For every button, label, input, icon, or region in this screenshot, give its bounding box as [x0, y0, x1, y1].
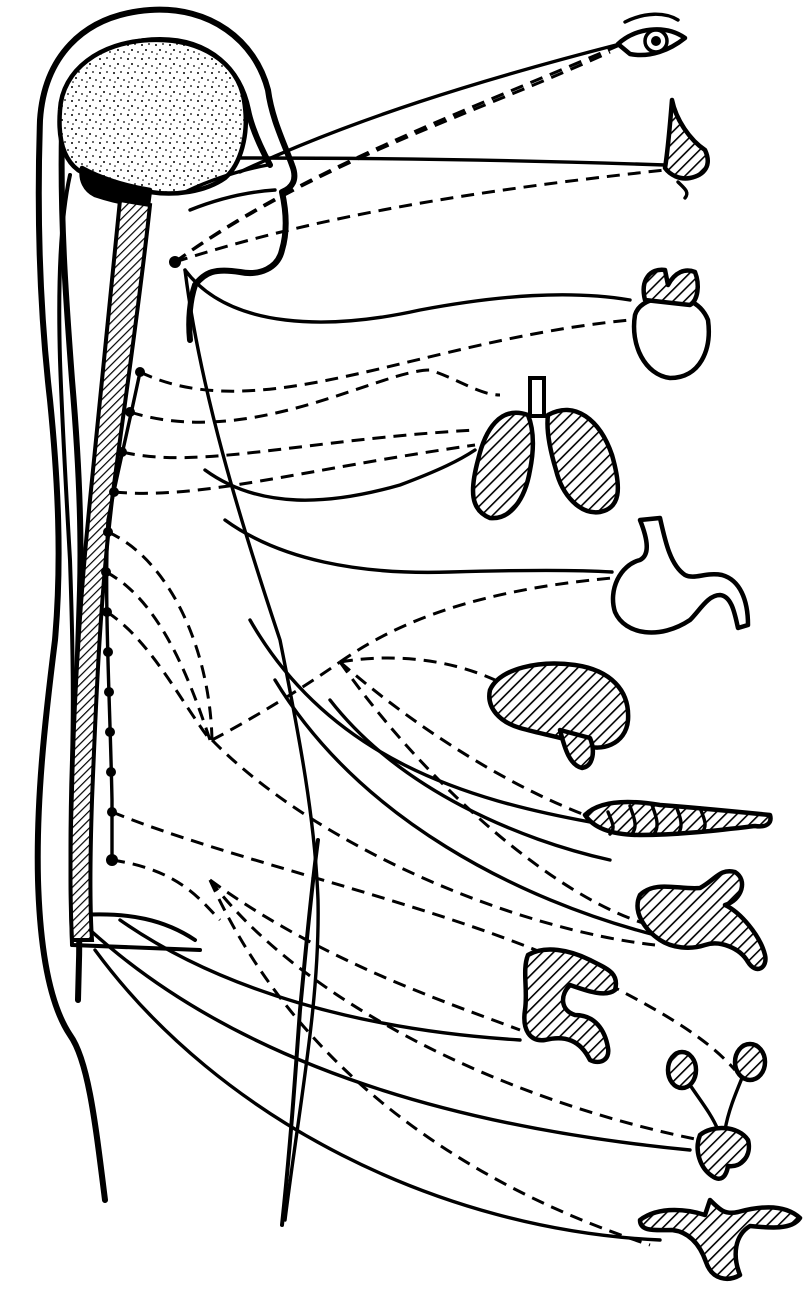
nerve-to-uterus [210, 880, 650, 1245]
ganglion-dot [105, 727, 115, 737]
celiac-link [212, 662, 340, 740]
nerve-to-stomach [340, 578, 612, 662]
uterus-body [640, 1200, 800, 1279]
leg-line [282, 840, 318, 1225]
heart [634, 270, 709, 378]
mesenteric-nerve [112, 860, 220, 920]
eye [618, 14, 685, 55]
vagus-nerve [185, 270, 318, 1220]
ganglion-dot [103, 647, 113, 657]
nerve-to-heart [130, 370, 500, 422]
right-lung [547, 410, 617, 512]
nose [665, 100, 708, 198]
nerve-to-stomach [225, 520, 612, 572]
nerve-to-liver [340, 658, 495, 680]
splanchnic-nerve [107, 612, 210, 740]
eyebrow [625, 14, 678, 22]
kidneys [668, 1044, 765, 1179]
eye-pupil [651, 36, 661, 46]
nerve-to-kidneys [210, 880, 700, 1140]
nerve-to-eye [240, 44, 620, 172]
nerve-to-nose [240, 158, 665, 165]
left-kidney [668, 1052, 696, 1088]
left-lung [473, 413, 533, 518]
nose-lip [678, 182, 687, 198]
nerve-to-lungs [114, 445, 475, 493]
ureters [690, 1078, 742, 1130]
nerve-to-lungs [122, 430, 475, 458]
sympathetic-nerves [106, 44, 735, 1245]
nerve-to-heart [185, 270, 630, 322]
sacral-nerve-1 [120, 920, 520, 1040]
splanchnic-nerve [108, 532, 212, 740]
right-kidney [735, 1044, 765, 1080]
stomach [613, 518, 748, 632]
nose-outline [665, 100, 708, 178]
ganglion-dot [104, 687, 114, 697]
colon [524, 950, 616, 1062]
uterus [640, 1200, 800, 1279]
nerve-to-lungs [205, 450, 475, 500]
gallbladder [560, 730, 593, 768]
lungs [473, 378, 618, 518]
stomach-body [613, 518, 748, 632]
liver [489, 664, 628, 768]
pancreas [585, 802, 770, 835]
nerve-to-colon [210, 880, 520, 1030]
sacral-nerve-3 [95, 950, 660, 1240]
splanchnic-nerve [106, 572, 210, 740]
liver-body [489, 664, 628, 748]
trachea [530, 378, 544, 416]
bladder [698, 1128, 749, 1179]
ganglion-dot [106, 767, 116, 777]
heart-body [634, 297, 709, 378]
colon-body [524, 950, 616, 1062]
small-intestine [638, 871, 766, 969]
heart-vessels [644, 270, 698, 305]
brain [60, 40, 275, 210]
intestine [638, 871, 766, 969]
